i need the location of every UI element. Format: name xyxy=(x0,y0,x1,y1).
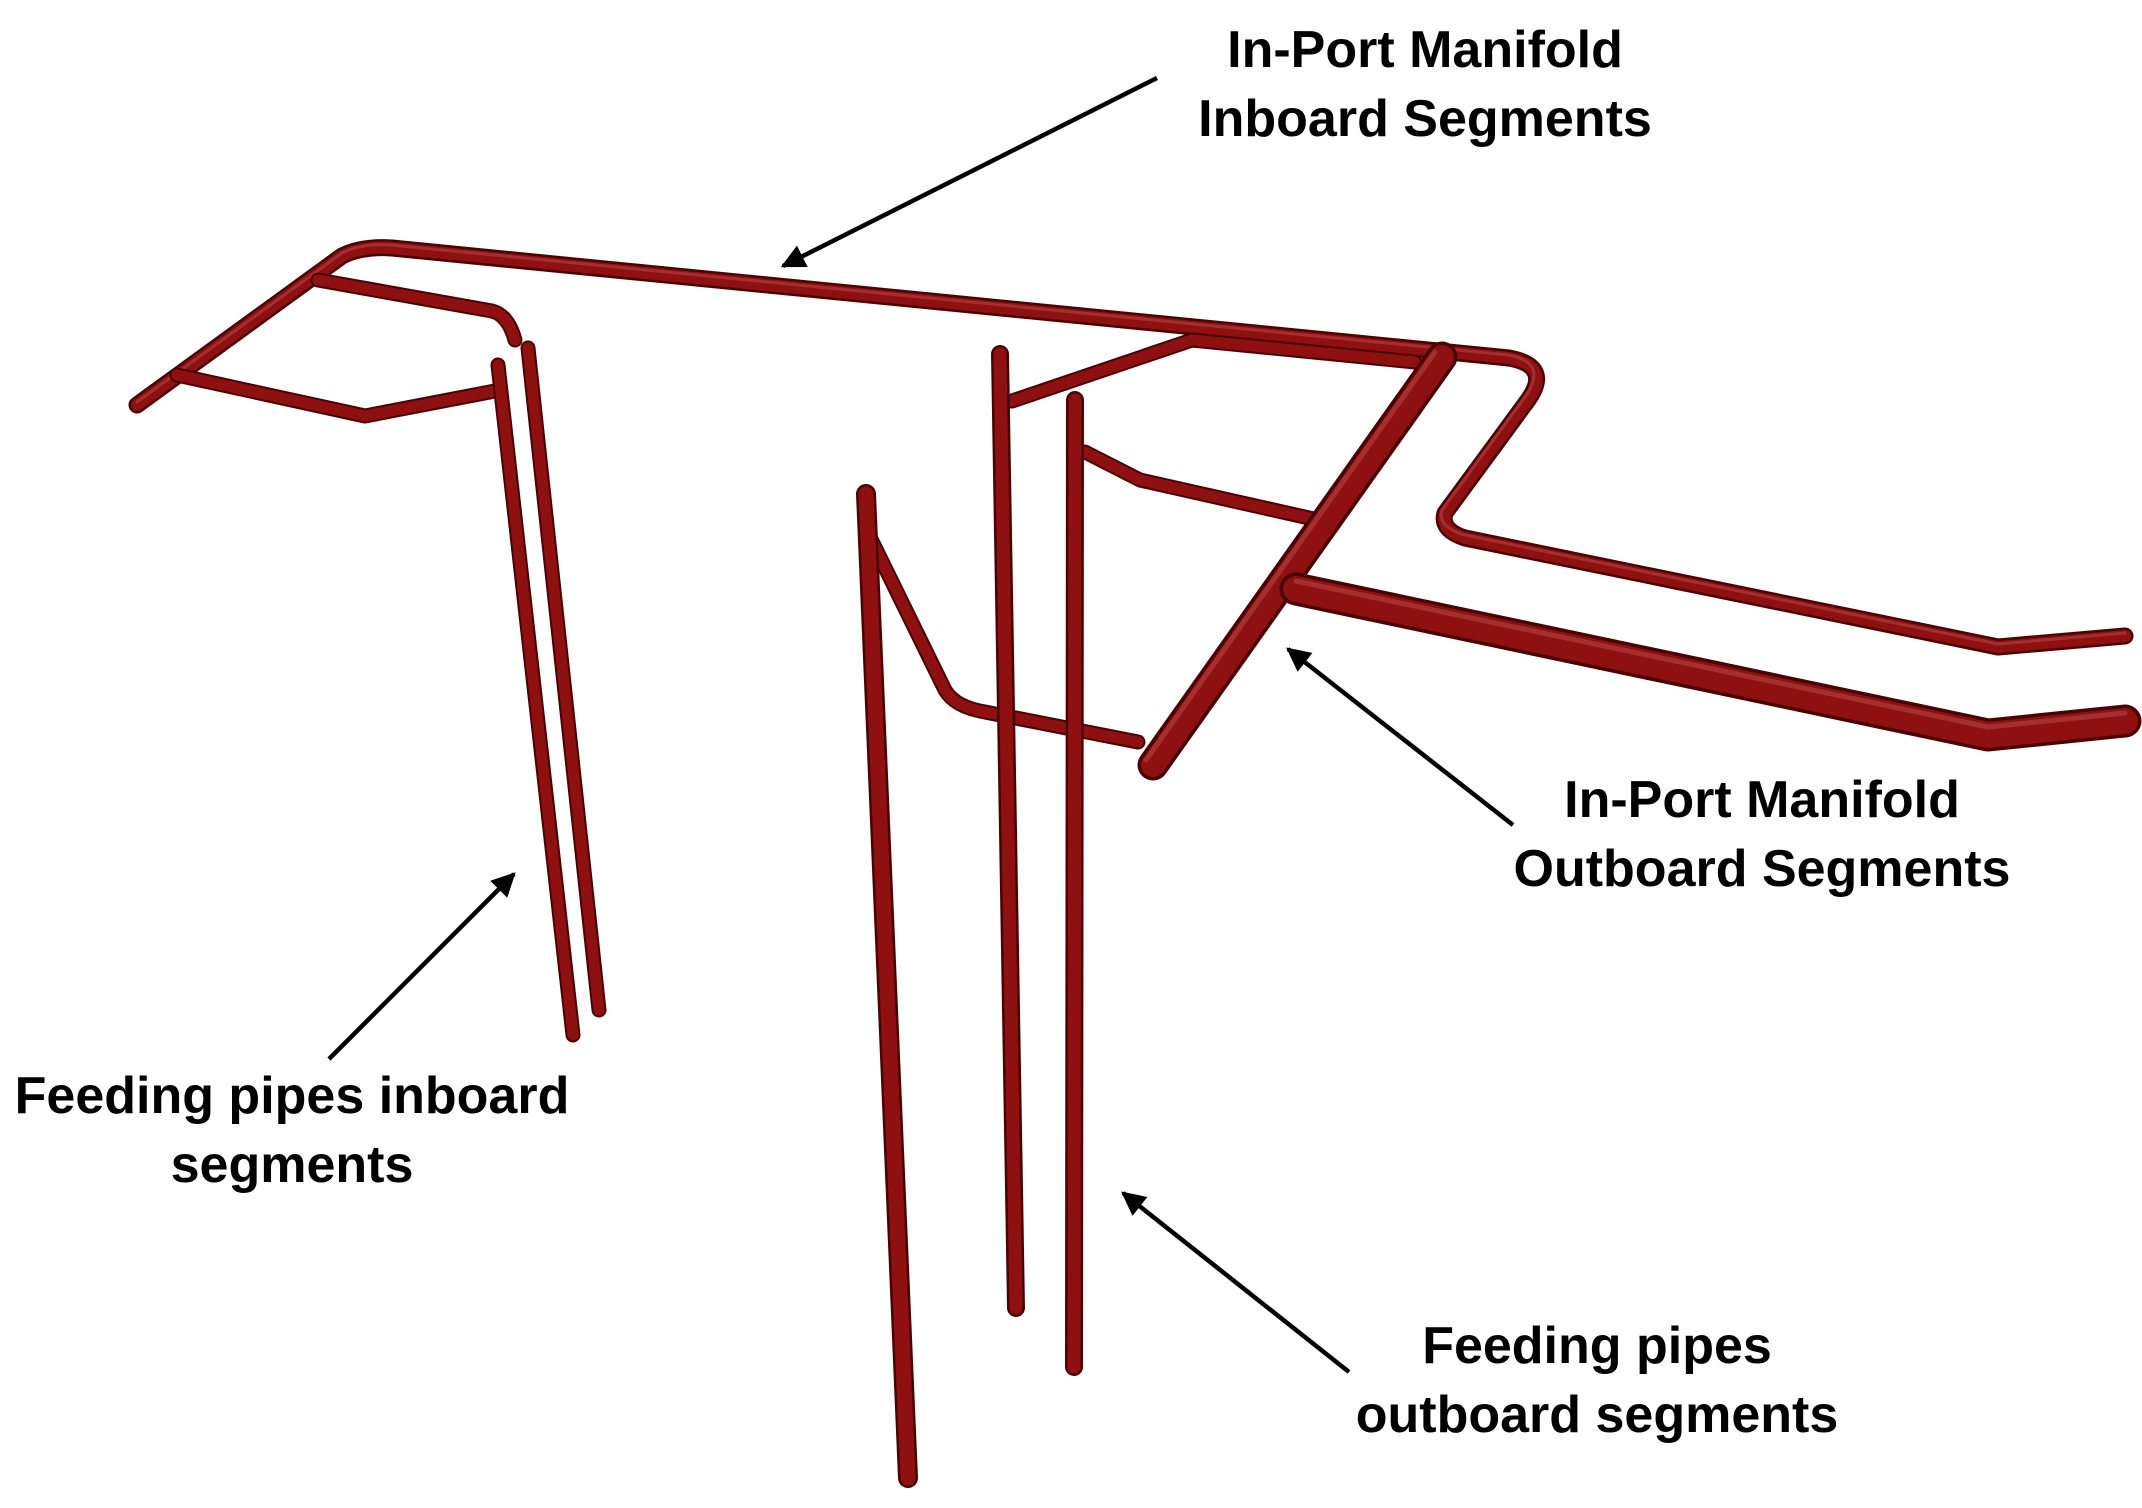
label-outboard-manifold-line2: Outboard Segments xyxy=(1514,840,2011,898)
label-feeding-outboard-line2: outboard segments xyxy=(1356,1386,1839,1444)
label-feeding-inboard-line1: Feeding pipes inboard xyxy=(15,1067,570,1125)
label-inboard-manifold-line1: In-Port Manifold xyxy=(1227,21,1623,79)
arrow-feeding-inboard xyxy=(327,872,516,1061)
arrow-outboard-manifold xyxy=(1286,647,1515,827)
callout-labels: In-Port Manifold Inboard Segments In-Por… xyxy=(15,21,2011,1444)
arrow-feeding-outboard xyxy=(1121,1191,1351,1374)
manifold-inboard-main-run xyxy=(128,239,2134,656)
arrow-inboard-manifold xyxy=(780,75,1159,269)
manifold-inboard-left-loop xyxy=(169,272,523,424)
label-inboard-manifold-line2: Inboard Segments xyxy=(1198,90,1652,148)
label-feeding-inboard-line2: segments xyxy=(171,1136,414,1194)
label-outboard-manifold-line1: In-Port Manifold xyxy=(1564,771,1960,829)
pipe-network xyxy=(128,239,2142,1488)
label-feeding-outboard-line1: Feeding pipes xyxy=(1422,1317,1772,1375)
manifold-outboard-segments xyxy=(1137,341,2142,781)
callout-arrows xyxy=(327,75,1515,1374)
feeding-pipes-inboard xyxy=(490,340,607,1043)
manifold-inboard-right-branches xyxy=(861,332,1423,750)
feeding-pipes-outboard xyxy=(856,345,1084,1488)
